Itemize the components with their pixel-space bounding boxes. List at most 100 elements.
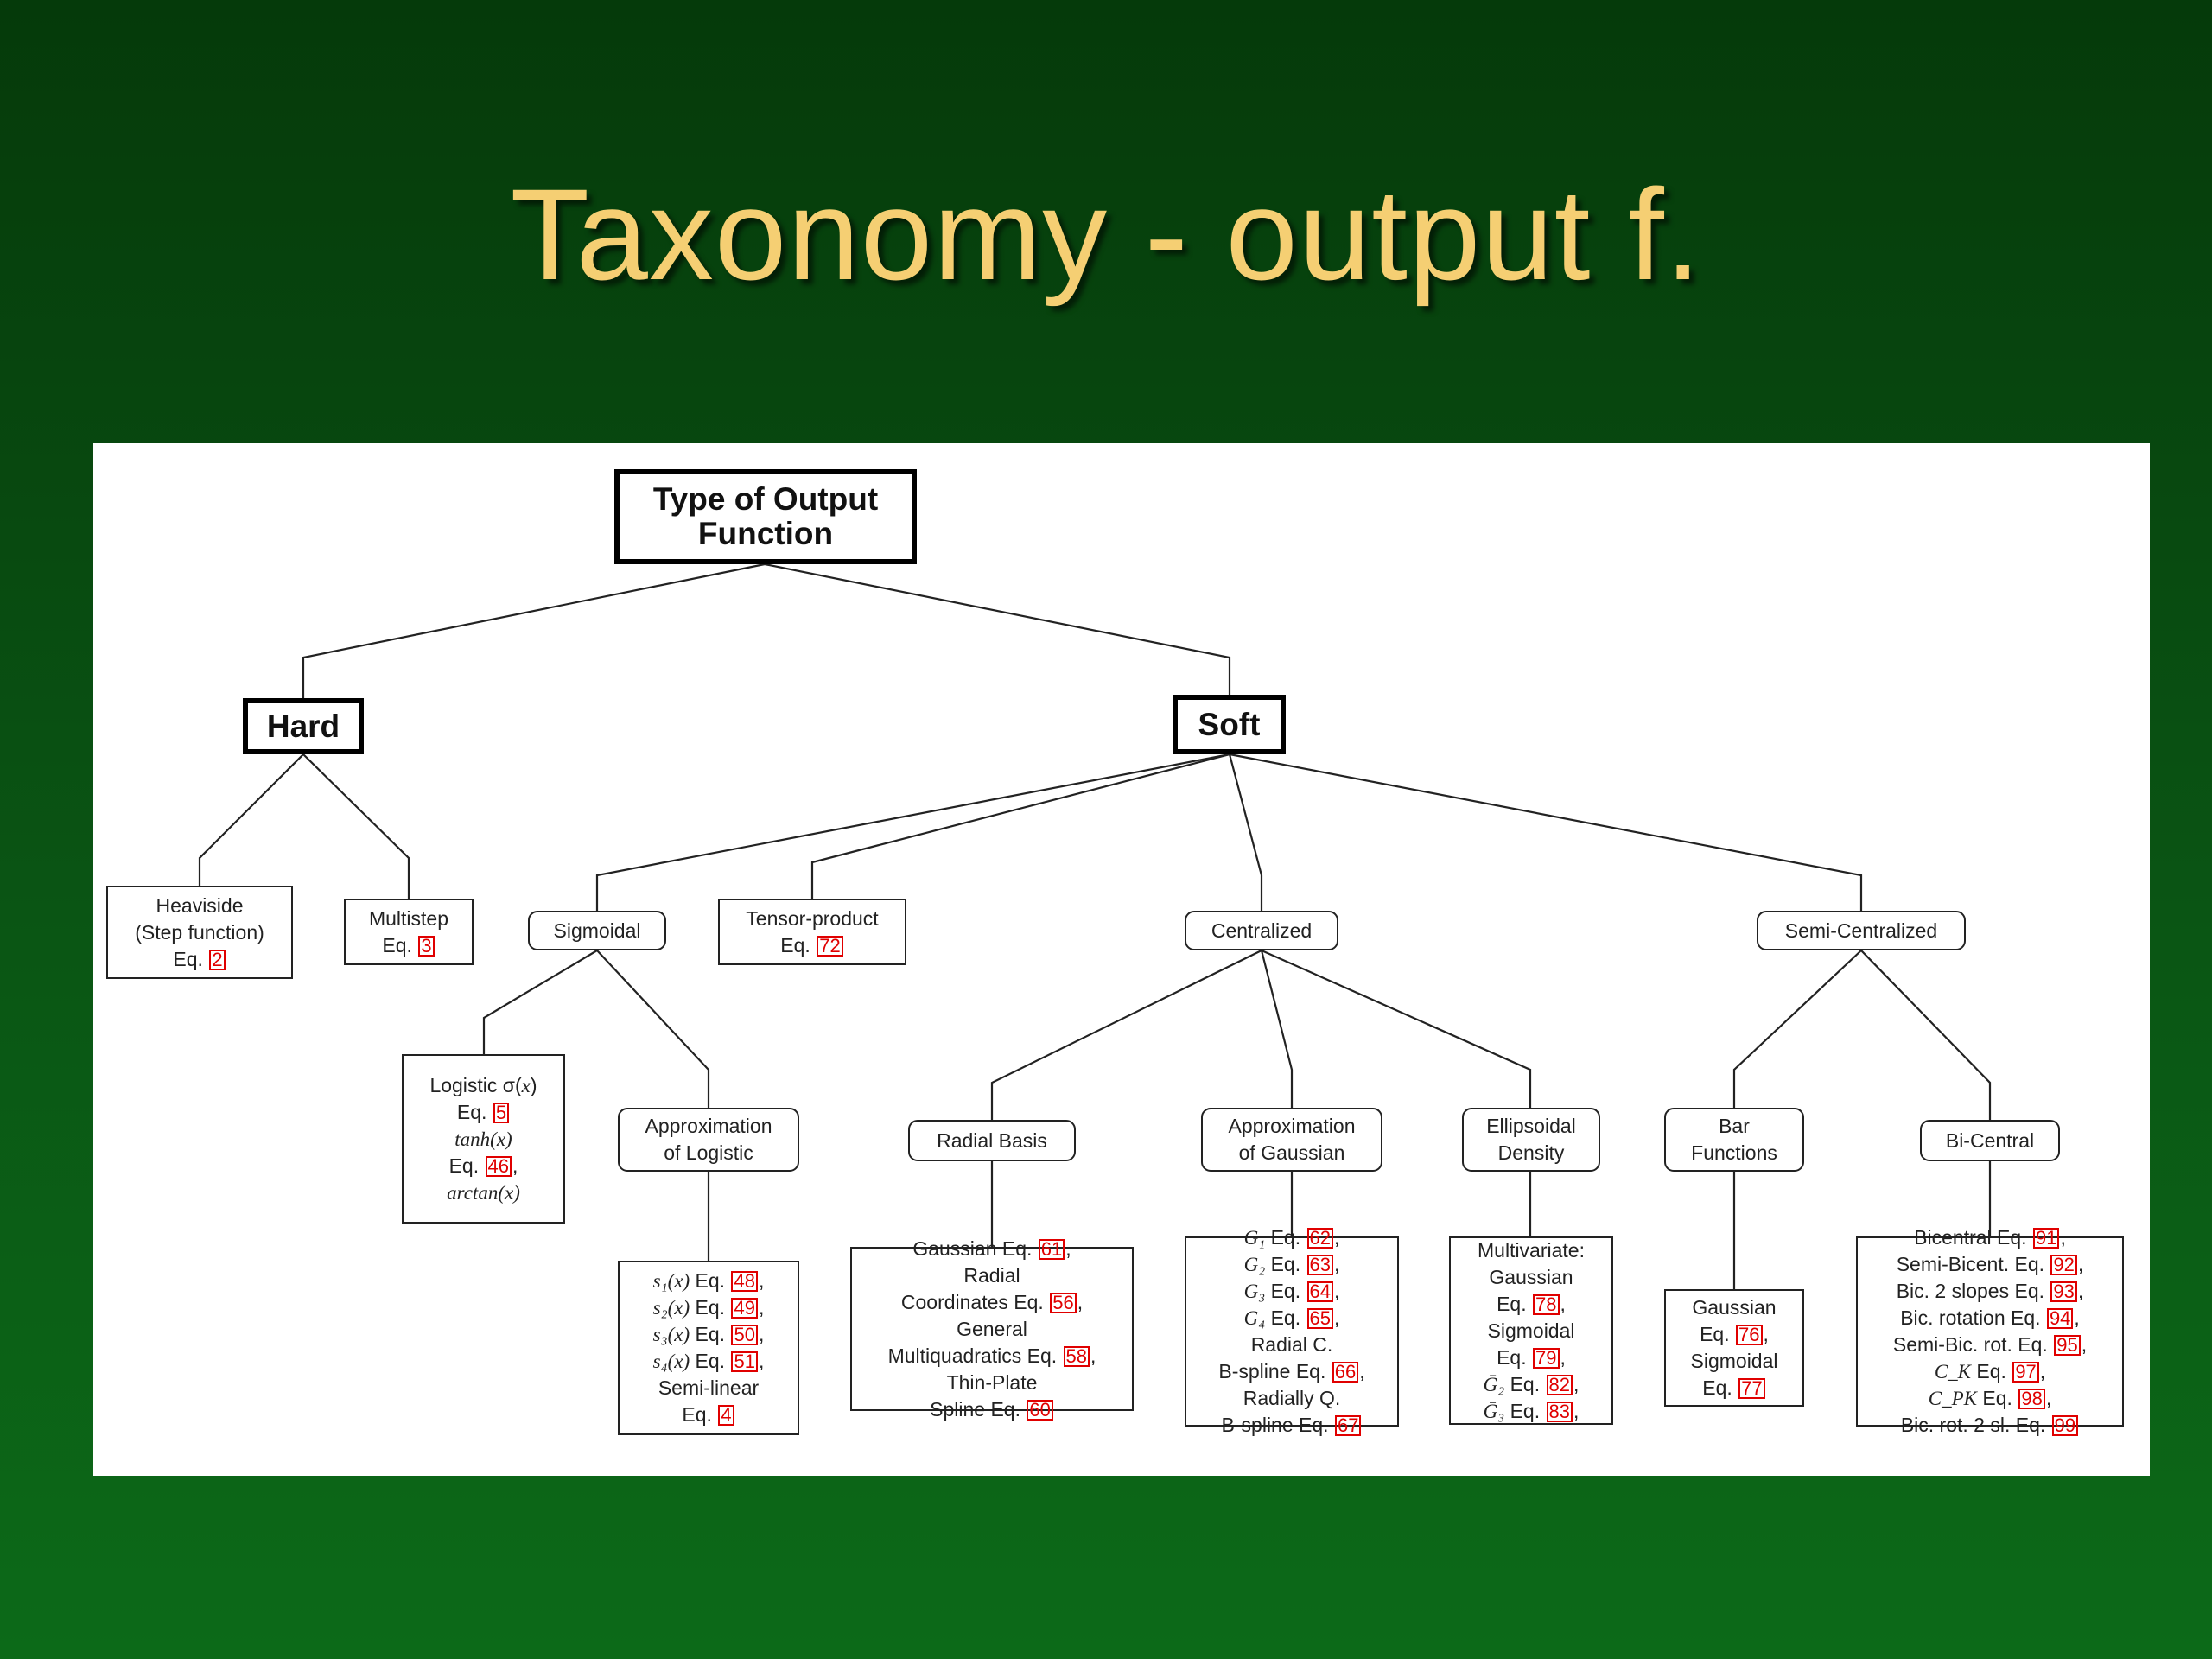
node-bi-central-equations: Bicentral Eq. 91,Semi-Bicent. Eq. 92,Bic…: [1856, 1226, 2124, 1436]
label-line: G₄ Eq. 65,: [1243, 1305, 1340, 1332]
label-text: ,: [1334, 1306, 1340, 1329]
equation-ref: 65: [1306, 1308, 1333, 1329]
label-text: ): [530, 1073, 537, 1096]
label-text: Gaussian: [1692, 1296, 1777, 1319]
edge-centralized-approxgauss: [1260, 950, 1294, 1108]
label-text: ,: [1763, 1323, 1769, 1345]
equation-ref: 78: [1533, 1294, 1560, 1315]
label-line: Functions: [1691, 1140, 1777, 1166]
label-text: ,: [1065, 1236, 1071, 1260]
label-line: G₁ Eq. 62,: [1244, 1224, 1340, 1251]
equation-ref: 62: [1306, 1228, 1333, 1249]
label-line: Ellipsoidal: [1486, 1113, 1576, 1140]
label-line: Gaussian Eq. 61,: [912, 1236, 1071, 1262]
label-text: ,: [1090, 1344, 1096, 1367]
label-text: Eq.: [382, 933, 418, 957]
equation-ref: 95: [2054, 1335, 2081, 1356]
label-text: Radial C.: [1250, 1333, 1333, 1356]
label-text: Bic. rotation Eq.: [1900, 1306, 2046, 1329]
equation-ref: 91: [2032, 1228, 2060, 1249]
label-text: Eq.: [682, 1403, 718, 1426]
label-line: Approximation: [645, 1113, 772, 1140]
label-line: G₃ Eq. 64,: [1244, 1278, 1340, 1305]
label-line: Sigmoidal: [1691, 1348, 1778, 1375]
math-symbol: tanh(x): [454, 1128, 512, 1150]
label-line: of Logistic: [664, 1140, 753, 1166]
label-line: C_PK Eq. 98,: [1929, 1385, 2051, 1412]
label-line: Radially Q.: [1243, 1385, 1340, 1412]
label-text: Eq.: [690, 1350, 731, 1372]
math-symbol: x: [521, 1074, 531, 1096]
equation-ref: 60: [1027, 1399, 1053, 1421]
label-text: Gaussian Eq.: [912, 1236, 1038, 1260]
label-line: Eq. 2: [173, 946, 226, 973]
equation-ref: 5: [493, 1102, 510, 1123]
label-text: (Step function): [135, 920, 264, 944]
label-text: Eq.: [448, 1154, 485, 1177]
label-text: ,: [758, 1269, 765, 1292]
label-text: ,: [512, 1154, 518, 1177]
math-symbol: arctan(x): [447, 1181, 520, 1204]
equation-ref: 97: [2012, 1362, 2039, 1382]
label-line: Eq. 4: [682, 1402, 734, 1428]
label-line: Gaussian: [1692, 1294, 1776, 1321]
label-text: Logistic σ(: [429, 1073, 522, 1096]
equation-ref: 48: [731, 1271, 758, 1292]
math-symbol: s₂(x): [652, 1297, 690, 1319]
label-line: B-spline Eq. 66,: [1218, 1358, 1365, 1385]
label-text: Bar: [1719, 1115, 1750, 1137]
edge-soft-centralized: [1228, 753, 1263, 911]
label-line: Semi-Bicent. Eq. 92,: [1896, 1251, 2083, 1278]
node-semi-centralized: Semi-Centralized: [1757, 911, 1966, 950]
label-line: Ḡ₃ Eq. 83,: [1484, 1398, 1579, 1425]
edge-centralized-radial: [990, 950, 1262, 1120]
edge-centralized-ellipsoidal: [1261, 949, 1532, 1108]
label-text: Eq.: [1497, 1292, 1533, 1315]
label-line: Multistep: [369, 906, 448, 932]
node-heaviside: Heaviside(Step function)Eq. 2: [106, 886, 293, 979]
label-text: Eq.: [780, 933, 817, 957]
edge-soft-tensor: [810, 753, 1230, 899]
equation-ref: 99: [2051, 1415, 2079, 1436]
label-text: Sigmoidal: [1487, 1319, 1575, 1342]
node-sigmoidal: Sigmoidal: [528, 911, 666, 950]
tree-connectors: [198, 563, 1992, 1289]
label-text: Eq.: [1497, 1345, 1533, 1369]
edge-hard-heaviside: [198, 753, 304, 886]
equation-ref: 93: [2050, 1281, 2077, 1302]
label-text: Eq.: [173, 947, 209, 970]
label-text: ,: [1334, 1226, 1340, 1249]
label-text: Bic. rot. 2 sl. Eq.: [1900, 1414, 2051, 1436]
label-text: ,: [1573, 1372, 1580, 1395]
label-line: Semi-linear: [658, 1375, 759, 1402]
label-text: Ellipsoidal: [1486, 1115, 1576, 1137]
label-text: Eq.: [690, 1296, 731, 1319]
edge-semi-bar: [1732, 950, 1862, 1108]
equation-ref: 72: [817, 935, 843, 957]
equation-ref: 4: [718, 1405, 734, 1426]
label-text: ,: [1334, 1253, 1340, 1275]
label-text: ,: [758, 1296, 765, 1319]
label-line: Eq. 72: [780, 932, 843, 959]
label-text: Semi-Bicent. Eq.: [1896, 1253, 2050, 1275]
math-symbol: G₄: [1243, 1307, 1266, 1329]
label-line: G₂ Eq. 63,: [1243, 1251, 1340, 1278]
label-line: Multivariate:: [1478, 1237, 1585, 1264]
equation-ref: 2: [209, 949, 226, 970]
equation-ref: 66: [1332, 1362, 1359, 1382]
label-text: Density: [1497, 1141, 1565, 1164]
label-text: ,: [1334, 1280, 1340, 1302]
label-text: Bicentral Eq.: [1914, 1226, 2032, 1249]
math-symbol: G₂: [1243, 1254, 1266, 1275]
label-line: Bic. rot. 2 sl. Eq. 99: [1901, 1412, 2079, 1439]
label-text: ,: [1560, 1292, 1566, 1315]
label-line: Bic. 2 slopes Eq. 93,: [1897, 1278, 2083, 1305]
node-approx-gaussian-equations: G₁ Eq. 62,G₂ Eq. 63,G₃ Eq. 64,G₄ Eq. 65,…: [1185, 1226, 1399, 1436]
label-text: Approximation: [1228, 1115, 1356, 1137]
